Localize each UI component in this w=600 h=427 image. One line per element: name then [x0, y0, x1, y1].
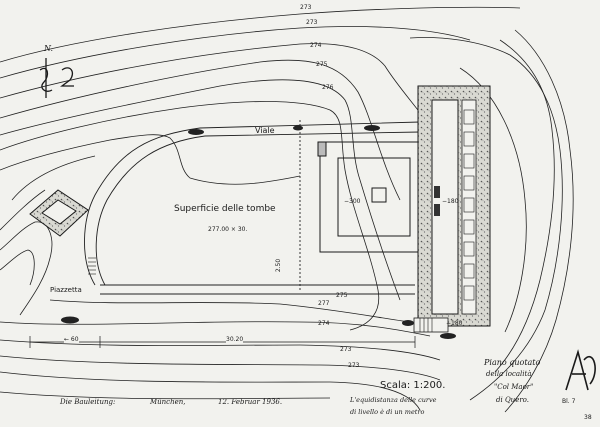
tree-symbols	[61, 125, 456, 339]
contour-label: 273	[348, 362, 360, 369]
elevation-inner-left: −300	[344, 198, 361, 205]
contour-label: 277	[318, 300, 330, 307]
contour-label: 274	[318, 320, 330, 327]
area-dimensions: 277.00 × 30.	[208, 226, 248, 233]
north-label: N.	[44, 44, 54, 53]
contour-label: 273	[306, 19, 318, 26]
building	[413, 85, 491, 333]
corner-number: 38	[584, 414, 592, 421]
contour-lines	[0, 6, 574, 413]
dimension-bottom-left: ← 60	[64, 336, 79, 343]
footer-city: München,	[150, 398, 186, 406]
title-line-1: Piano quotato	[484, 358, 541, 367]
title-line-3: "Col Maor"	[494, 383, 534, 391]
area-label: Superficie delle tombe	[174, 204, 276, 214]
viale-label: Viale	[255, 126, 275, 135]
dimension-line	[29, 336, 416, 348]
contour-label: 274	[310, 42, 322, 49]
contour-label: 275	[316, 61, 328, 68]
scale-text: Scala: 1:200.	[380, 380, 446, 391]
dimension-vertical: 2.50	[275, 258, 283, 273]
signature-mark	[565, 349, 596, 391]
footer-bauleitung: Die Bauleitung:	[60, 398, 116, 406]
north-arrow	[39, 58, 74, 98]
contour-label: 273	[340, 346, 352, 353]
title-line-4: di Quero.	[496, 396, 529, 404]
piazzetta-square	[29, 189, 89, 237]
contour-label: 276	[322, 84, 334, 91]
title-line-2: della località	[486, 370, 532, 378]
contour-label: 275	[336, 292, 348, 299]
elevation-inner-right: −180	[442, 198, 459, 205]
dimension-bottom-mid: 30.20	[226, 336, 244, 343]
steps	[88, 257, 96, 275]
piazzetta-label: Piazzetta	[50, 286, 82, 294]
enclosure	[317, 141, 421, 253]
contour-label: 273	[300, 4, 312, 11]
equidistance-note-line1: L'equidistanza delle curve	[350, 396, 437, 404]
sheet-number: Bl. 7	[562, 398, 576, 405]
roads	[84, 120, 421, 295]
equidistance-note-line2: di livello è di un metro	[350, 408, 425, 416]
footer-date: 12. Februar 1936.	[218, 398, 283, 406]
elevation-lower-right: −180	[446, 320, 463, 327]
